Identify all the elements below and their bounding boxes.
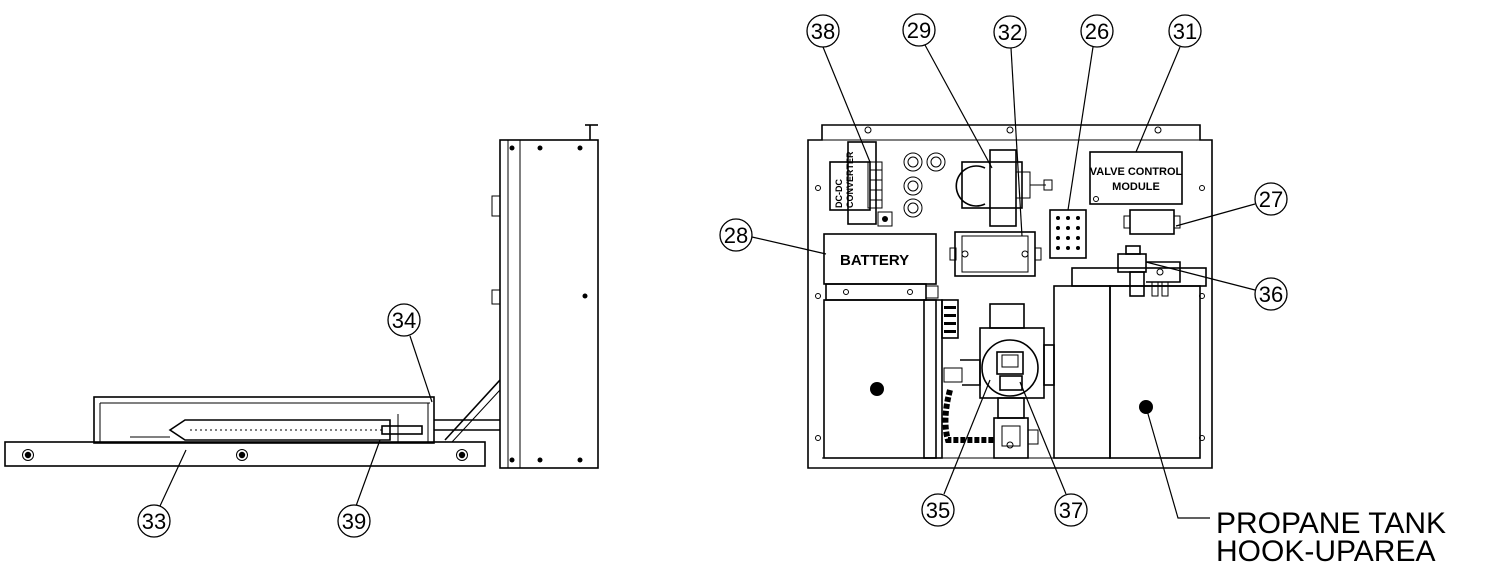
- callout-31: 31: [1135, 14, 1202, 153]
- converter-label-1: DC-DC: [834, 179, 844, 208]
- callout-35: 35: [921, 379, 991, 527]
- enclosure-panel: [807, 124, 1213, 469]
- svg-text:29: 29: [907, 18, 931, 43]
- svg-text:33: 33: [142, 509, 166, 534]
- callout-26: 26: [1067, 14, 1114, 211]
- enclosure-side: [499, 139, 599, 469]
- svg-text:38: 38: [811, 19, 835, 44]
- burner-tube: [168, 419, 391, 441]
- callout-38: 38: [806, 14, 871, 163]
- svg-text:32: 32: [998, 20, 1022, 45]
- svg-text:39: 39: [342, 509, 366, 534]
- callout-29: 29: [902, 13, 993, 169]
- battery-label: BATTERY: [840, 252, 909, 269]
- callout-39: 39: [337, 439, 381, 538]
- valve-control-label-1: VALVE CONTROL: [1090, 166, 1183, 178]
- svg-text:35: 35: [926, 498, 950, 523]
- gas-valve-assembly: [941, 299, 1055, 459]
- callout-37: 37: [1019, 381, 1088, 527]
- control-box: [954, 231, 1036, 277]
- svg-text:28: 28: [724, 223, 748, 248]
- svg-text:34: 34: [392, 308, 416, 333]
- svg-text:36: 36: [1259, 282, 1283, 307]
- pressure-switch: [1129, 209, 1175, 235]
- right-compartment: [1109, 285, 1201, 459]
- igniter: [381, 425, 423, 435]
- callout-36: 36: [1145, 261, 1288, 311]
- callout-27: 27: [1175, 182, 1288, 227]
- front-view: DC-DC CONVERTER VALVE CO: [807, 124, 1213, 469]
- side-view: [4, 124, 599, 469]
- propane-label-2: HOOK-UPAREA: [1216, 535, 1435, 567]
- svg-text:27: 27: [1259, 187, 1283, 212]
- svg-text:26: 26: [1085, 19, 1109, 44]
- valve-control-label-2: MODULE: [1112, 181, 1160, 193]
- callout-28: 28: [719, 218, 827, 255]
- callout-33: 33: [137, 449, 187, 538]
- base-rail: [4, 441, 486, 467]
- middle-right-compartment: [1053, 285, 1111, 459]
- callout-32: 32: [993, 15, 1027, 237]
- callout-34: 34: [387, 303, 433, 403]
- svg-text:31: 31: [1173, 19, 1197, 44]
- converter-label-2: CONVERTER: [845, 151, 855, 208]
- valve-control-module: [1089, 151, 1183, 205]
- left-compartment: [823, 299, 937, 459]
- propane-label-1: PROPANE TANK: [1216, 507, 1446, 540]
- svg-text:37: 37: [1059, 498, 1083, 523]
- propane-hookup-label: PROPANE TANK HOOK-UPAREA: [1145, 406, 1446, 567]
- relay: [961, 161, 1023, 209]
- dc-dc-converter: [829, 161, 871, 211]
- regulator: [1117, 253, 1147, 273]
- flex-hose: [942, 389, 994, 443]
